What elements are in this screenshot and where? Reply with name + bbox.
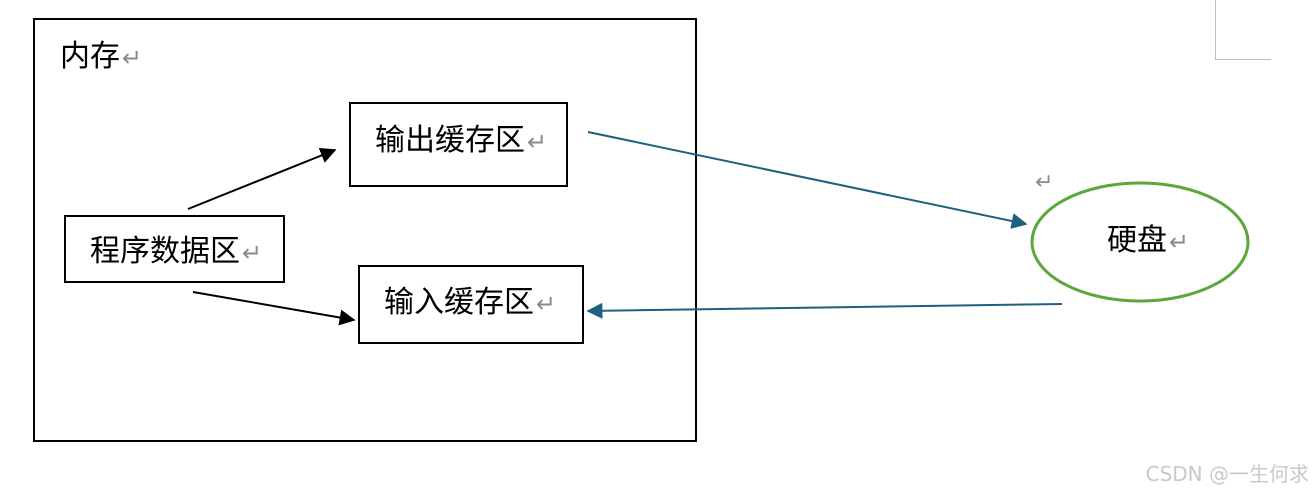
paragraph-mark: ↵ (536, 290, 557, 318)
arrow-program-to-input (192, 291, 356, 326)
watermark: CSDN @一生何求 (1145, 462, 1309, 486)
disk-node (1030, 181, 1250, 303)
output-buffer-node (349, 102, 568, 187)
program-data-node (64, 215, 285, 283)
paragraph-mark: ↵ (1169, 228, 1190, 256)
disk-text: 硬盘 (1107, 223, 1167, 258)
arrow-disk-to-input (586, 302, 1063, 319)
arrow-output-to-disk (587, 131, 1028, 229)
arrow-program-to-output (187, 147, 337, 210)
paragraph-mark: ↵ (242, 239, 263, 267)
page-margin-marker (1215, 0, 1271, 60)
program-data-label: 程序数据区↵ (90, 237, 262, 267)
paragraph-mark: ↵ (527, 128, 548, 156)
input-buffer-node (358, 265, 584, 344)
output-buffer-label: 输出缓存区↵ (375, 126, 547, 156)
memory-title-text: 内存 (60, 39, 120, 74)
program-data-text: 程序数据区 (90, 234, 240, 269)
memory-title: 内存↵ (60, 42, 142, 72)
input-buffer-text: 输入缓存区 (384, 285, 534, 320)
paragraph-mark: ↵ (1035, 170, 1054, 195)
output-buffer-text: 输出缓存区 (375, 123, 525, 158)
paragraph-mark: ↵ (122, 44, 143, 72)
input-buffer-label: 输入缓存区↵ (384, 288, 556, 318)
disk-label: 硬盘↵ (1107, 226, 1189, 256)
